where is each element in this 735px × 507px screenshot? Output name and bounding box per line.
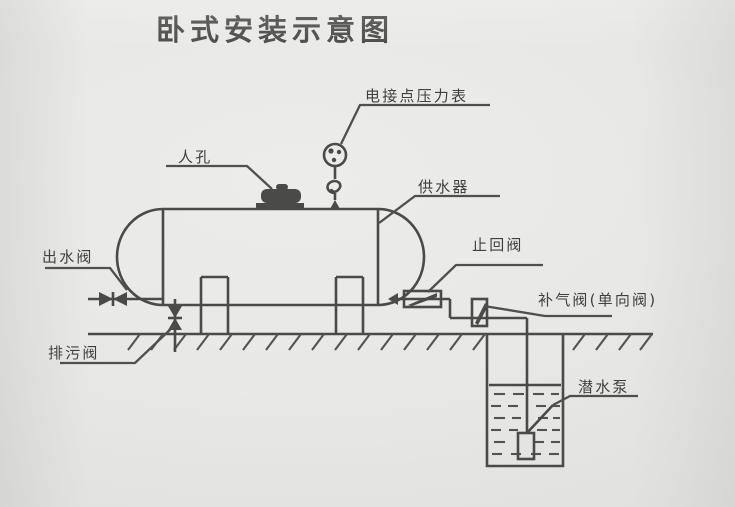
label-manhole: 人孔 [178, 148, 212, 166]
air-valve-body [470, 297, 489, 328]
check-valve-body [402, 289, 443, 309]
ground-hatching [127, 333, 653, 351]
suction-discharge-pipe [388, 293, 529, 434]
leader-manhole [166, 164, 273, 190]
air-valve-flap [475, 303, 488, 325]
label-drain-valve: 排污阀 [48, 344, 100, 362]
check-valve-symbol [402, 289, 443, 309]
gauge-dial [322, 142, 348, 168]
check-valve-flap [408, 293, 437, 306]
water-hatching [491, 392, 560, 456]
leader-check-valve [427, 263, 543, 293]
leader-pressure-gauge [339, 103, 490, 145]
label-water-supply-unit: 供水器 [418, 178, 470, 196]
leader-air-valve [483, 304, 612, 318]
gauge-detail-c [331, 157, 337, 163]
manhole-cap [276, 184, 288, 190]
water-supply-vessel [115, 207, 426, 307]
tank-support-legs [199, 275, 365, 334]
manhole-base-plate [256, 203, 304, 208]
label-outlet-valve: 出水阀 [42, 248, 94, 266]
manhole-assembly [256, 184, 304, 208]
label-submersible-pump: 潜水泵 [578, 378, 630, 396]
leader-water-supply [378, 194, 500, 224]
page-title: 卧式安装示意图 [156, 13, 394, 47]
submersible-pump-assembly [516, 404, 554, 461]
outlet-valve-symbol [99, 292, 127, 306]
flow-arrow-into-tank [388, 293, 398, 305]
leader-outlet-valve [45, 266, 128, 291]
pressure-gauge-assembly [322, 142, 348, 209]
air-make-up-valve-symbol [470, 297, 489, 328]
manhole-cover [261, 189, 301, 203]
gauge-mount-foot [330, 200, 340, 209]
leader-drain-valve [60, 324, 176, 365]
label-check-valve: 止回阀 [472, 236, 524, 254]
leader-submersible-pump [552, 394, 638, 407]
gauge-detail-a [328, 148, 334, 154]
pump-cable [526, 404, 554, 434]
pump-body [516, 431, 536, 461]
label-pressure-gauge: 电接点压力表 [365, 87, 468, 105]
well-shaft [485, 334, 565, 468]
ground-line [88, 332, 653, 351]
label-air-make-up-valve: 补气阀(单向阀) [538, 291, 657, 309]
gauge-detail-b [336, 149, 342, 155]
